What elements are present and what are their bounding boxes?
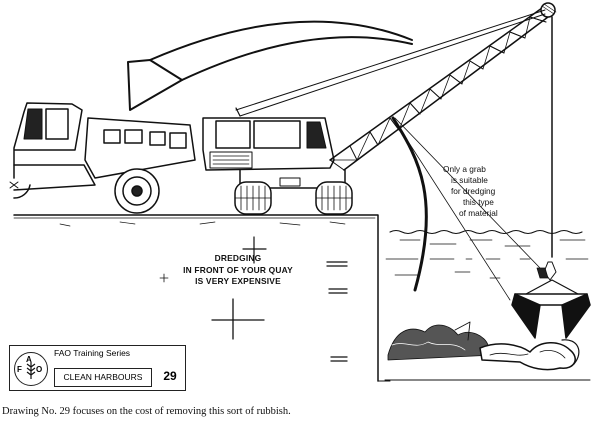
series-box: F A O FAO Training Series CLEAN HARBOURS… [9,345,186,391]
grab-note: Only a grab is suitable for dredging thi… [425,164,535,219]
series-title: FAO Training Series [54,348,131,358]
wheat-icon [26,362,36,379]
crane-body [202,117,353,215]
figure-caption: Drawing No. 29 focuses on the cost of re… [2,406,291,417]
headline-line-1: DREDGING [214,253,262,263]
headline-text: DREDGING IN FRONT OF YOUR QUAY IS VERY E… [172,253,304,288]
grab-note-line-5: of material [459,208,498,218]
series-number: 29 [163,369,177,383]
fao-logo-letter-f: F [17,365,22,374]
dump-truck [9,102,196,214]
grab-note-line-4: this type [463,197,494,207]
fao-logo-letter-a: A [26,355,32,364]
grab-note-line-3: for dredging [451,186,496,196]
grab-note-line-1: Only a grab [443,164,486,174]
crane-jib [235,2,557,258]
rubbish-pile [384,321,591,381]
series-name: CLEAN HARBOURS [54,368,152,387]
water-surface [385,229,589,279]
grab-note-line-2: is suitable [451,175,488,185]
fao-logo: F A O [14,352,48,386]
grab-bucket [392,117,591,339]
swing-arrow [127,20,428,292]
headline-line-2: IN FRONT OF YOUR QUAY [183,264,293,275]
fao-logo-letter-o: O [36,365,43,374]
quay-wall [13,214,391,382]
headline-line-3: IS VERY EXPENSIVE [195,276,281,286]
